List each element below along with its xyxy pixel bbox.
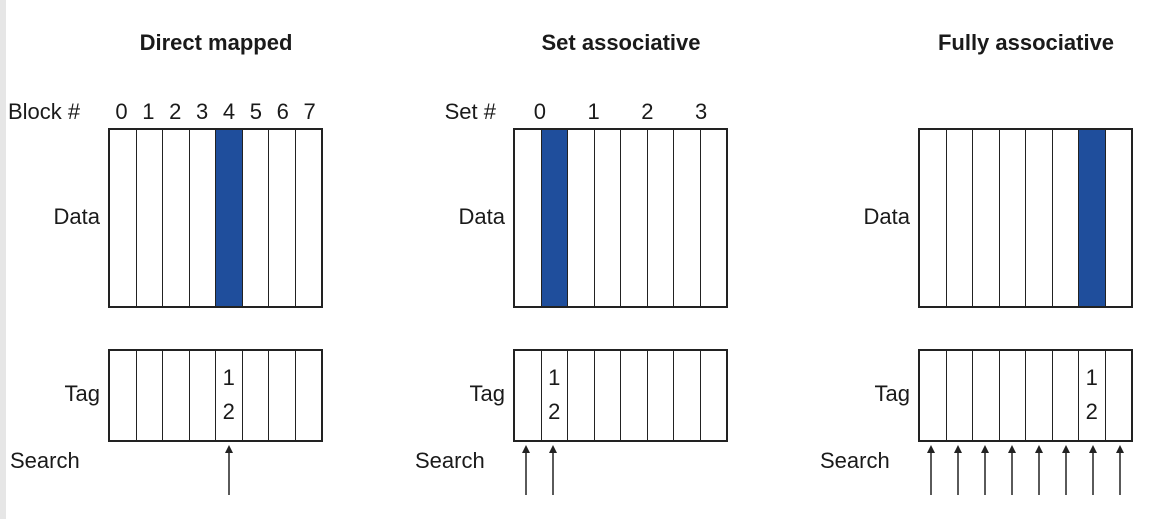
set-index-1: 1 <box>587 99 600 124</box>
set-data-cell <box>701 130 727 306</box>
direct-data-cell-highlighted <box>216 130 243 306</box>
set-data-cell <box>674 130 701 306</box>
fully-data-array <box>918 128 1133 308</box>
fully-data-cell-highlighted <box>1079 130 1106 306</box>
fully-data-cell <box>1000 130 1026 306</box>
set-tag-cell <box>621 351 648 440</box>
fully-search-arrow <box>1034 445 1043 495</box>
direct-index-6: 6 <box>276 99 289 124</box>
direct-tag-cell <box>190 351 216 440</box>
set-data-cell <box>568 130 595 306</box>
set-data-label: Data <box>458 204 505 229</box>
set-index-label: Set # <box>444 99 496 124</box>
set-index-3: 3 <box>695 99 708 124</box>
fully-tag-cell <box>1000 351 1026 440</box>
set-search-arrow <box>549 445 558 495</box>
direct-index-0: 0 <box>115 99 128 124</box>
fully-search-arrow <box>1115 445 1124 495</box>
direct-block-label: Block # <box>8 99 81 124</box>
direct-index-5: 5 <box>249 99 262 124</box>
direct-data-cell <box>137 130 163 306</box>
fully-search-arrow <box>1008 445 1017 495</box>
set-tag-cell <box>568 351 595 440</box>
fully-search-label: Search <box>820 448 890 473</box>
set-tag-value: 1 <box>548 365 561 390</box>
set-data-array <box>513 128 728 308</box>
set-tag-cell <box>674 351 701 440</box>
set-tag-cell <box>701 351 727 440</box>
direct-search-label: Search <box>10 448 80 473</box>
direct-index-3: 3 <box>195 99 209 124</box>
set-search-label: Search <box>415 448 485 473</box>
direct-data-cell <box>163 130 190 306</box>
fully-search-arrow <box>1088 445 1097 495</box>
direct-index-7: 7 <box>303 99 316 124</box>
fully-data-cell <box>1106 130 1132 306</box>
fully-data-cell <box>1026 130 1053 306</box>
direct-tag-value: 1 <box>222 365 235 390</box>
set-data-cell-highlighted <box>541 130 568 306</box>
set-data-cell <box>648 130 674 306</box>
direct-search-arrow <box>224 445 233 495</box>
set-associative-title: Set associative <box>541 30 701 55</box>
direct-data-cell <box>110 130 137 306</box>
direct-data-cell <box>190 130 216 306</box>
fully-tag-cell <box>920 351 947 440</box>
direct-tag-cell <box>110 351 137 440</box>
fully-data-cell <box>947 130 973 306</box>
left-edge-bar <box>0 0 6 519</box>
direct-index-2: 2 <box>169 99 182 124</box>
set-tag-cell <box>515 351 542 440</box>
direct-tag-label: Tag <box>64 381 100 406</box>
fully-data-cell <box>920 130 947 306</box>
direct-data-cell <box>269 130 296 306</box>
direct-mapped-title: Direct mapped <box>139 30 293 55</box>
fully-tag-cell <box>1026 351 1053 440</box>
fully-search-arrow <box>954 445 963 495</box>
fully-tag-value: 1 <box>1085 365 1098 390</box>
direct-tag-cell <box>243 351 269 440</box>
direct-data-cell <box>296 130 322 306</box>
fully-associative-title: Fully associative <box>937 30 1115 55</box>
direct-tag-cell <box>137 351 163 440</box>
fully-tag-cell <box>1106 351 1132 440</box>
direct-index-1: 1 <box>142 99 155 124</box>
fully-tag-cell <box>947 351 973 440</box>
direct-tag-cell <box>296 351 322 440</box>
direct-index-4: 4 <box>222 99 236 124</box>
direct-tag-cell <box>269 351 296 440</box>
direct-data-cell <box>243 130 269 306</box>
set-search-arrow <box>522 445 531 495</box>
fully-data-cell <box>1053 130 1079 306</box>
set-tag-cell <box>595 351 621 440</box>
set-data-cell <box>515 130 542 306</box>
fully-search-arrow <box>981 445 990 495</box>
fully-search-arrow <box>1061 445 1070 495</box>
set-tag-cell <box>648 351 674 440</box>
set-index-2: 2 <box>641 99 654 124</box>
direct-tag-value: 2 <box>222 399 235 424</box>
fully-tag-cell <box>1053 351 1079 440</box>
set-index-0: 0 <box>533 99 546 124</box>
set-data-cell <box>595 130 621 306</box>
set-tag-value: 2 <box>548 399 561 424</box>
fully-tag-value: 2 <box>1085 399 1098 424</box>
fully-tag-cell <box>973 351 1000 440</box>
fully-tag-label: Tag <box>874 381 910 406</box>
set-tag-label: Tag <box>469 381 505 406</box>
fully-data-cell <box>973 130 1000 306</box>
fully-data-label: Data <box>863 204 910 229</box>
direct-data-label: Data <box>53 204 100 229</box>
set-data-cell <box>621 130 648 306</box>
fully-search-arrow <box>927 445 936 495</box>
direct-tag-cell <box>163 351 190 440</box>
direct-data-array <box>108 128 323 308</box>
